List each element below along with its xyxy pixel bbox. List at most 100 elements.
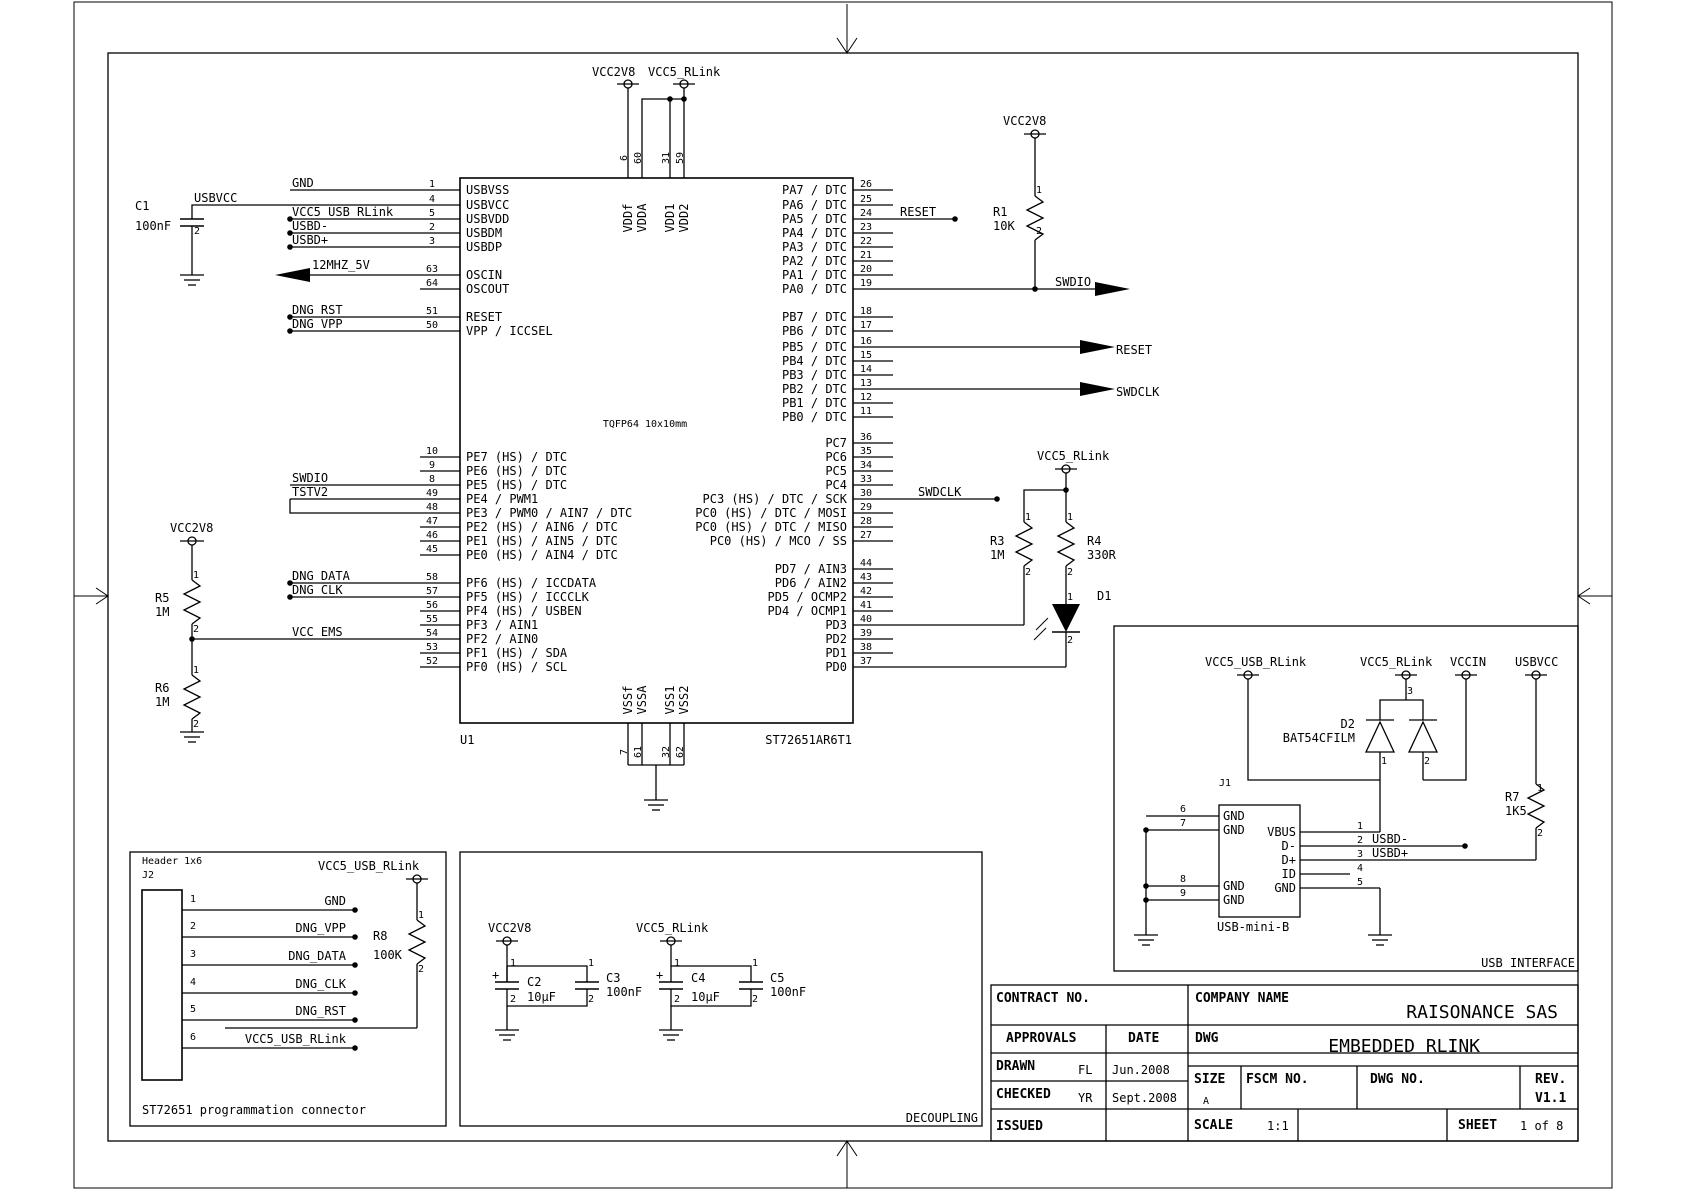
usb-usbd-plus: USBD+ bbox=[1372, 846, 1408, 860]
j2-pin-label: VCC5_USB_RLink bbox=[245, 1032, 347, 1046]
pin-number: 15 bbox=[860, 350, 872, 361]
svg-text:2: 2 bbox=[1025, 567, 1031, 578]
j2-pin-label: DNG_DATA bbox=[288, 949, 347, 963]
pin-number: 6 bbox=[619, 155, 630, 161]
pin-number: 7 bbox=[619, 749, 630, 755]
j2-pin-label: DNG_RST bbox=[295, 1004, 346, 1018]
r4-value: 330R bbox=[1087, 548, 1117, 562]
svg-text:1: 1 bbox=[418, 910, 424, 921]
tb-company-label: COMPANY NAME bbox=[1195, 991, 1289, 1006]
pin-name: PE6 (HS) / DTC bbox=[466, 464, 567, 478]
pin-number: 48 bbox=[426, 502, 438, 513]
chip-refdes: U1 bbox=[460, 733, 474, 747]
tb-size: SIZE bbox=[1194, 1072, 1225, 1087]
tb-approvals: APPROVALS bbox=[1006, 1031, 1077, 1046]
pin-number: 18 bbox=[860, 306, 872, 317]
svg-text:1: 1 bbox=[193, 570, 199, 581]
svg-text:2: 2 bbox=[752, 994, 758, 1005]
pin-name: PE2 (HS) / AIN6 / DTC bbox=[466, 520, 618, 534]
pin-number: 41 bbox=[860, 600, 872, 611]
divider-r5-r6: VCC2V8 1 2 R5 1M 1 2 R6 1M bbox=[155, 521, 213, 743]
svg-text:2: 2 bbox=[1537, 828, 1543, 839]
pin-number: 12 bbox=[860, 392, 872, 403]
pin-name: PC3 (HS) / DTC / SCK bbox=[703, 492, 848, 506]
pin-name: PA3 / DTC bbox=[782, 240, 847, 254]
net-label-swdio-right: SWDIO bbox=[1055, 275, 1091, 289]
pin-number: 1 bbox=[429, 179, 435, 190]
tb-dwg-title: EMBEDDED RLINK bbox=[1328, 1036, 1480, 1057]
r7-value: 1K5 bbox=[1505, 804, 1527, 818]
tb-size-value: A bbox=[1203, 1096, 1209, 1107]
left-nets: GND USBVCC 2 C1 100nF VCC5_USB_RLink USB… bbox=[135, 176, 420, 642]
r1-value: 10K bbox=[993, 219, 1015, 233]
pin-name: PB3 / DTC bbox=[782, 368, 847, 382]
pin-number: 44 bbox=[860, 558, 872, 569]
pin-number: 42 bbox=[860, 586, 872, 597]
pin-name: PF0 (HS) / SCL bbox=[466, 660, 567, 674]
pin-name: PC0 (HS) / DTC / MISO bbox=[695, 520, 847, 534]
svg-text:2: 2 bbox=[1036, 226, 1042, 237]
net-label-dng-data: DNG_DATA bbox=[292, 569, 351, 583]
c2-value: 10µF bbox=[527, 990, 556, 1004]
pin-name: USBDM bbox=[466, 226, 502, 240]
svg-text:4: 4 bbox=[1357, 863, 1363, 874]
pin-name: PC4 bbox=[825, 478, 847, 492]
j1-ref: J1 bbox=[1219, 778, 1231, 789]
pin-number: 45 bbox=[426, 544, 438, 555]
pin-number: 14 bbox=[860, 364, 872, 375]
svg-text:GND: GND bbox=[1223, 879, 1245, 893]
net-label-usbvcc: USBVCC bbox=[194, 191, 237, 205]
c1-value: 100nF bbox=[135, 219, 171, 233]
pin-name: PD0 bbox=[825, 660, 847, 674]
pin-number: 26 bbox=[860, 179, 872, 190]
pin-name: VDD1 bbox=[663, 204, 677, 233]
svg-text:2: 2 bbox=[674, 994, 680, 1005]
svg-text:2: 2 bbox=[193, 624, 199, 635]
pin-name: PC5 bbox=[825, 464, 847, 478]
pin-number: 32 bbox=[661, 746, 672, 758]
j2-pin-label: DNG_CLK bbox=[295, 977, 346, 991]
j2-pin-number: 1 bbox=[190, 894, 196, 905]
r5-ref: R5 bbox=[155, 591, 169, 605]
pin-name: PB7 / DTC bbox=[782, 310, 847, 324]
pin-name: PF6 (HS) / ICCDATA bbox=[466, 576, 597, 590]
pin-name: PC0 (HS) / DTC / MOSI bbox=[695, 506, 847, 520]
pin-name: PE1 (HS) / AIN5 / DTC bbox=[466, 534, 618, 548]
r4-vcc-label: VCC5_RLink bbox=[1037, 449, 1110, 463]
pin-number: 8 bbox=[429, 474, 435, 485]
net-label-dng-vpp: DNG_VPP bbox=[292, 317, 343, 331]
pin-name: PF1 (HS) / SDA bbox=[466, 646, 568, 660]
pin-number: 2 bbox=[429, 222, 435, 233]
pin-number: 9 bbox=[429, 460, 435, 471]
net-label-tstv2: TSTV2 bbox=[292, 485, 328, 499]
tb-dwg-label: DWG bbox=[1195, 1031, 1219, 1046]
svg-text:9: 9 bbox=[1180, 888, 1186, 899]
d2-ref: D2 bbox=[1341, 717, 1355, 731]
svg-text:1: 1 bbox=[1381, 756, 1387, 767]
pin-number: 30 bbox=[860, 488, 872, 499]
tb-dwg-no: DWG NO. bbox=[1370, 1072, 1425, 1087]
usb-interface-title: USB INTERFACE bbox=[1481, 956, 1575, 970]
svg-text:+: + bbox=[492, 968, 499, 982]
pin-name: PA7 / DTC bbox=[782, 183, 847, 197]
pin-number: 11 bbox=[860, 406, 872, 417]
pin-number: 51 bbox=[426, 306, 438, 317]
net-label-dng-rst: DNG_RST bbox=[292, 303, 343, 317]
r6-ref: R6 bbox=[155, 681, 169, 695]
r3-ref: R3 bbox=[990, 534, 1004, 548]
c4-value: 10µF bbox=[691, 990, 720, 1004]
svg-text:2: 2 bbox=[418, 964, 424, 975]
net-label-vcc5-usb-rlink: VCC5_USB_RLink bbox=[292, 205, 394, 219]
pin-name: PD2 bbox=[825, 632, 847, 646]
decoupling-vcc2v8-label: VCC2V8 bbox=[488, 921, 531, 935]
decoupling-title: DECOUPLING bbox=[906, 1111, 978, 1125]
pin-name: VDDf bbox=[621, 204, 635, 233]
j2-header: Header 1x6 bbox=[142, 856, 202, 867]
j2-pin-number: 6 bbox=[190, 1032, 196, 1043]
pin-name: PB2 / DTC bbox=[782, 382, 847, 396]
bottom-ground bbox=[627, 723, 685, 811]
tb-drawn-by: FL bbox=[1078, 1063, 1092, 1077]
usb-usbvcc-label: USBVCC bbox=[1515, 655, 1558, 669]
tb-issued: ISSUED bbox=[996, 1119, 1043, 1134]
